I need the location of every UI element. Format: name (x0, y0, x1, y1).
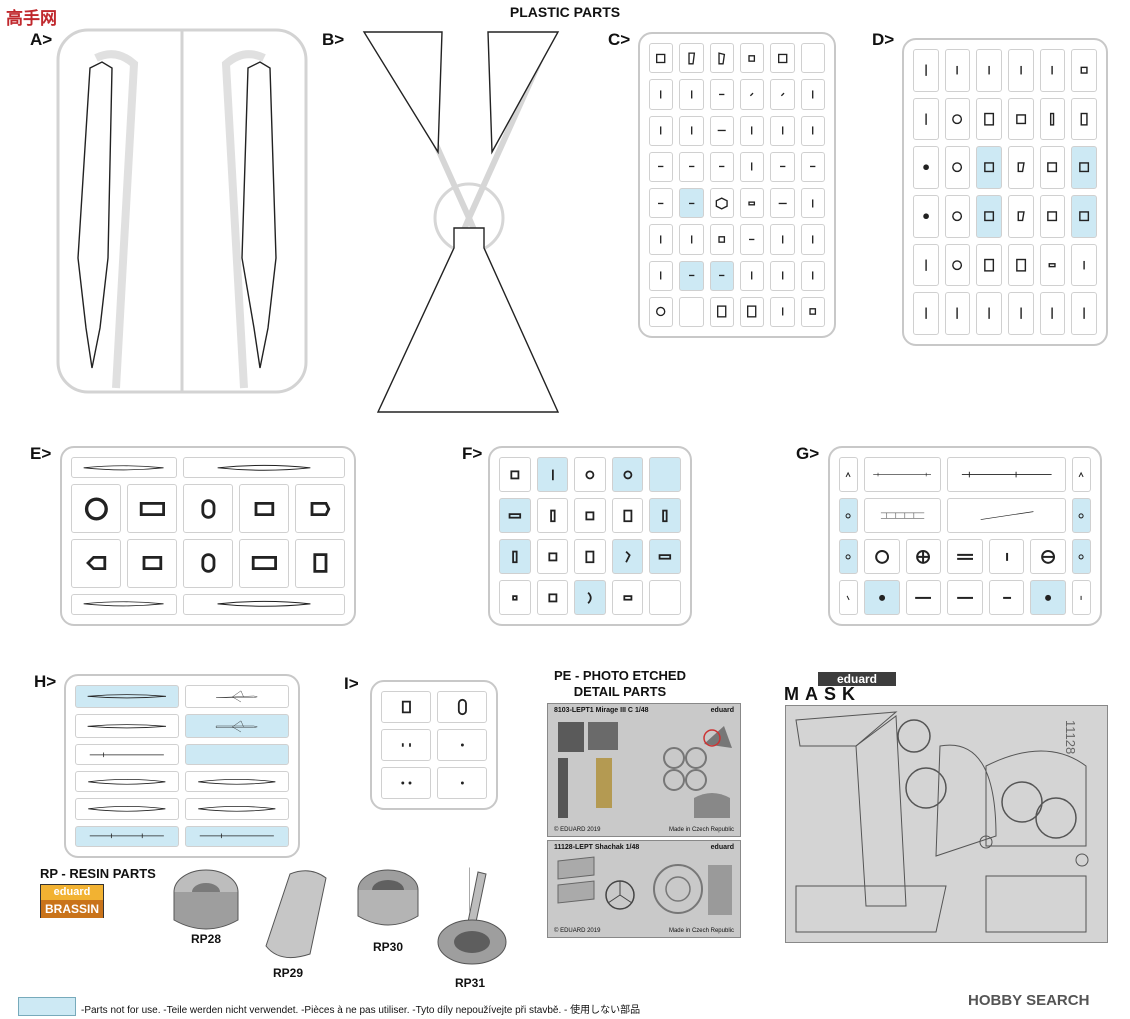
sprue-d-label: D> (872, 30, 895, 49)
pe-fret-1-parts (558, 722, 732, 818)
sprue-h (64, 674, 300, 858)
lower-wing (376, 227, 560, 413)
pe-fret-2-brand: eduard (710, 844, 734, 851)
sprue-f-label: F> (462, 444, 483, 463)
watermark-logo: 高手网 (6, 9, 57, 28)
page-title: PLASTIC PARTS (509, 4, 621, 20)
not-for-use-note: -Parts not for use. -Teile werden nicht … (81, 1005, 641, 1016)
mask-shapes (795, 711, 1089, 933)
pe-fret-2-copyright: © EDUARD 2019 (554, 928, 601, 934)
upper-wing-left (362, 31, 443, 155)
sprue-f (488, 446, 692, 626)
pe-title-line2: DETAIL PARTS (573, 684, 667, 699)
not-for-use-swatch (18, 997, 76, 1016)
resin-title: RP - RESIN PARTS (40, 866, 156, 881)
sprue-c (638, 32, 836, 338)
resin-label-rp31: RP31 (454, 976, 486, 990)
pe-fret-2-scale: 1/48 (625, 844, 640, 851)
sprue-h-label: H> (34, 672, 57, 691)
mask-brand: eduard (818, 672, 896, 686)
sprue-a-label: A> (30, 30, 53, 49)
pe-fret-2-code: 11128-LEPT (554, 844, 593, 851)
pe-fret-1-name: Mirage III C (595, 707, 633, 714)
sprue-c-label: C> (608, 30, 631, 49)
sprue-b-label: B> (322, 30, 345, 49)
pe-fret-1-origin: Made in Czech Republic (668, 827, 734, 833)
pe-fret-1-code: 8103-LEPT1 (554, 707, 594, 714)
sprue-i (370, 680, 498, 810)
brassin-logo: eduard BRASSIN (40, 884, 104, 918)
resin-label-rp29: RP29 (272, 966, 304, 980)
pe-fret-1-copyright: © EDUARD 2019 (554, 827, 601, 833)
hobby-search-logo: HOBBY SEARCH (968, 992, 1090, 1009)
pe-fret-1-brand: eduard (710, 707, 734, 714)
mask-title: MASK (784, 684, 861, 704)
sprue-e (60, 446, 356, 626)
sprue-g-label: G> (796, 444, 820, 463)
sprue-i-label: I> (344, 674, 359, 693)
brassin-logo-top: eduard (41, 885, 103, 900)
pe-fret-2-name: Shachak (594, 844, 624, 851)
sprue-g (828, 446, 1102, 626)
fuselage-right-half (241, 61, 277, 369)
upper-wing-right (487, 31, 560, 155)
fuselage-left-half (77, 61, 113, 369)
resin-part-rp31-shape (437, 871, 507, 965)
brassin-logo-bottom: BRASSIN (41, 900, 103, 918)
pe-fret-2-parts (557, 856, 732, 915)
pe-fret-2: 11128-LEPT Shachak 1/48 eduard © EDUARD 2… (547, 840, 741, 938)
pe-fret-1: 8103-LEPT1 Mirage III C 1/48 eduard © EDU… (547, 703, 741, 837)
pe-fret-1-scale: 1/48 (634, 707, 649, 714)
mask-code: 11128 (1063, 720, 1078, 755)
pe-fret-2-origin: Made in Czech Republic (668, 928, 734, 934)
resin-parts (173, 867, 470, 959)
sprue-b (362, 31, 560, 413)
pe-title: PE - PHOTO ETCHED DETAIL PARTS (545, 668, 695, 700)
sprue-d (902, 38, 1108, 346)
resin-label-rp28: RP28 (190, 932, 222, 946)
pe-title-line1: PE - PHOTO ETCHED (554, 668, 686, 683)
sprue-e-label: E> (30, 444, 52, 463)
sprue-a (56, 28, 308, 394)
resin-label-rp30: RP30 (372, 940, 404, 954)
mask-sheet: 11128 (785, 705, 1108, 943)
